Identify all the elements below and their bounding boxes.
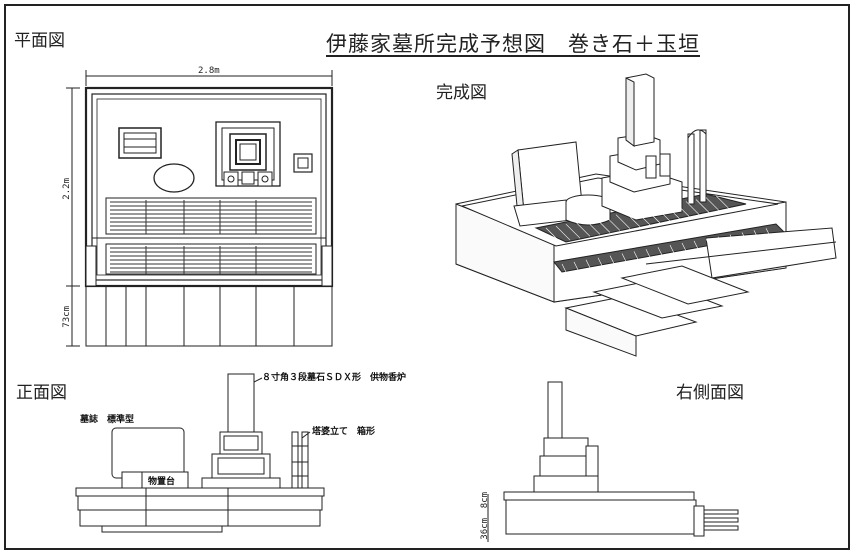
stupa-rack-note: 塔婆立て 箱形 [312, 427, 376, 437]
drawing-title: 伊藤家墓所完成予想図 巻き石＋玉垣 [326, 32, 700, 56]
epitaph-note: 墓誌 標準型 [80, 415, 135, 425]
side-view-drawing [487, 381, 739, 542]
front-view-drawing [75, 373, 325, 533]
storage-table-note: 物置台 [148, 477, 176, 487]
perspective-view-label: 完成図 [436, 83, 487, 103]
side-view-label: 右側面図 [676, 383, 744, 403]
perspective-view-drawing [455, 73, 837, 357]
plan-view-label: 平面図 [14, 31, 65, 51]
tombstone-note: ８寸角３段墓石ＳＤＸ形 供物香炉 [262, 373, 407, 383]
drawing-sheet: 平面図 伊藤家墓所完成予想図 巻き石＋玉垣 完成図 正面図 右側面図 [4, 4, 850, 550]
side-top-dimension: 8cm [480, 492, 490, 509]
plan-width-dimension: 2.8m [198, 66, 220, 76]
front-view-label: 正面図 [16, 383, 67, 403]
plan-view-drawing [66, 70, 334, 347]
side-base-dimension: 36cm [480, 518, 490, 540]
